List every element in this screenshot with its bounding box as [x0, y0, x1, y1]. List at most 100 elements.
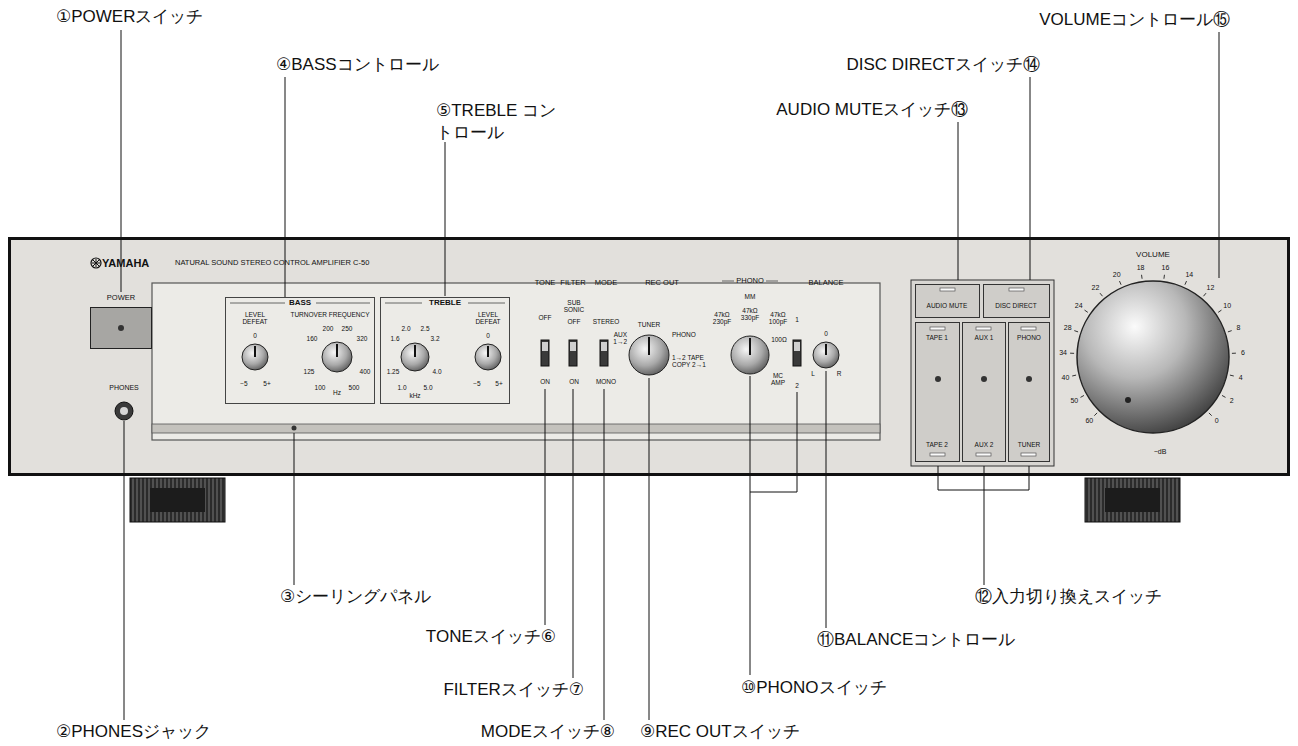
led [1021, 327, 1036, 330]
volume-scale-number: 18 [1137, 264, 1145, 272]
node-title: DISC DIRECT [995, 302, 1037, 309]
scale-number: 1.0 [397, 384, 406, 391]
panel-label: 1 [795, 316, 799, 323]
rule [385, 303, 422, 304]
scale-number: 5+ [263, 380, 270, 387]
button-faces [915, 284, 1050, 462]
scale-number: L [811, 370, 815, 377]
led [940, 288, 955, 291]
leader-line [649, 378, 650, 720]
panel-label: PHONO [672, 331, 696, 338]
led [1021, 453, 1036, 456]
node-title: AUX 1 [975, 334, 994, 341]
scale-number: 100 [315, 384, 326, 391]
volume-scale-number: 8 [1236, 324, 1240, 332]
knob-pointer [414, 345, 416, 357]
scale-number: −5 [240, 380, 247, 387]
volume-scale-number: 40 [1061, 374, 1069, 382]
leader-line [573, 389, 574, 678]
scale-number: 4.0 [432, 368, 441, 375]
panel-label: STEREO [593, 318, 620, 325]
node-text: NATURAL SOUND STEREO CONTROL AMPLIFIER C… [175, 259, 369, 268]
volume-tick [1228, 331, 1232, 332]
rotary-knob [322, 342, 352, 372]
rule [468, 303, 505, 304]
scale-number: 2.0 [401, 325, 410, 332]
led [976, 327, 991, 330]
ceiling-panel-catch [292, 426, 297, 431]
scale-number: 250 [342, 325, 353, 332]
callout-label: ③シーリングパネル [280, 586, 431, 608]
scale-number: 320 [357, 335, 368, 342]
node-text: AUX 2 [975, 441, 994, 448]
scale-number: R [837, 370, 842, 377]
volume-scale-number: 0 [1215, 417, 1219, 425]
volume-tick [1163, 275, 1165, 279]
panel-label: PHONES [109, 384, 139, 392]
node-title: PHONO [1017, 334, 1041, 341]
volume-knob-mark [1125, 397, 1131, 403]
callout-label: ⑨REC OUTスイッチ [640, 721, 800, 743]
panel-label: 47kΩ 330pF [737, 307, 763, 322]
foot-center [1105, 488, 1160, 512]
node-text: TURNOVER FREQUENCY [290, 311, 369, 318]
knob-body [813, 342, 839, 368]
scale-number: 0 [824, 330, 828, 337]
panel-label: SUB SONIC [562, 299, 586, 314]
node-title: BASS [289, 298, 311, 307]
node-text: LEVEL DEFEAT [240, 311, 270, 326]
leader-line [445, 142, 446, 296]
button-dot [1026, 376, 1032, 382]
knob-pointer [749, 338, 751, 355]
volume-tick [1222, 395, 1225, 397]
panel-label: REC OUT [645, 279, 679, 288]
button-face [915, 322, 960, 462]
leader-line [958, 122, 959, 280]
panel-label: 1→2 TAPE COPY 2→1 [672, 354, 710, 369]
volume-tick [1119, 281, 1121, 285]
switch-lever [794, 342, 800, 351]
volume-scale-number: 28 [1064, 324, 1072, 332]
knob-pointer [487, 346, 489, 357]
slide-switch [569, 340, 577, 366]
panel-label: ON [569, 378, 579, 385]
volume-scale-number: 50 [1070, 397, 1078, 405]
callout-label: AUDIO MUTEスイッチ⑬ [776, 99, 968, 121]
knob-pointer [336, 344, 338, 357]
knob-pointer [254, 346, 256, 357]
volume-scale-number: 16 [1162, 264, 1170, 272]
callout-label: TONEスイッチ⑥ [426, 626, 556, 648]
power-button-face [90, 307, 152, 349]
switch-slot [569, 340, 577, 366]
rule [722, 281, 734, 282]
button-face [915, 284, 980, 318]
leader-bracket [938, 466, 1029, 585]
node-title: TREBLE [429, 298, 461, 307]
scale-number: 500 [349, 384, 360, 391]
callout-label: DISC DIRECTスイッチ⑭ [846, 54, 1040, 76]
scale-number: 0 [486, 332, 490, 339]
volume-scale-number: 22 [1092, 284, 1100, 292]
knob-body [322, 342, 352, 372]
knob-body [401, 343, 429, 371]
volume-scale-number: 6 [1241, 349, 1245, 357]
scale-number: 3.2 [430, 335, 439, 342]
volume-tick [1203, 293, 1206, 296]
callout-label: ⑫入力切り換えスイッチ [975, 586, 1162, 608]
volume-tick [1070, 353, 1074, 354]
button-dot [981, 376, 987, 382]
callout-label: ②PHONESジャック [56, 721, 211, 743]
knob-body [242, 344, 268, 370]
led [1009, 288, 1024, 291]
volume-tick [1218, 310, 1221, 312]
callout-label: ⑤TREBLE コントロール [436, 100, 564, 144]
button-face [1008, 322, 1050, 462]
foot [1085, 478, 1180, 522]
leader-line [1219, 32, 1220, 278]
panel-label: 100Ω [771, 336, 787, 343]
panel-label: FILTER [560, 279, 585, 288]
panel-label: TONE [535, 279, 556, 288]
knob-body [475, 344, 501, 370]
leader-bracket [750, 376, 797, 675]
